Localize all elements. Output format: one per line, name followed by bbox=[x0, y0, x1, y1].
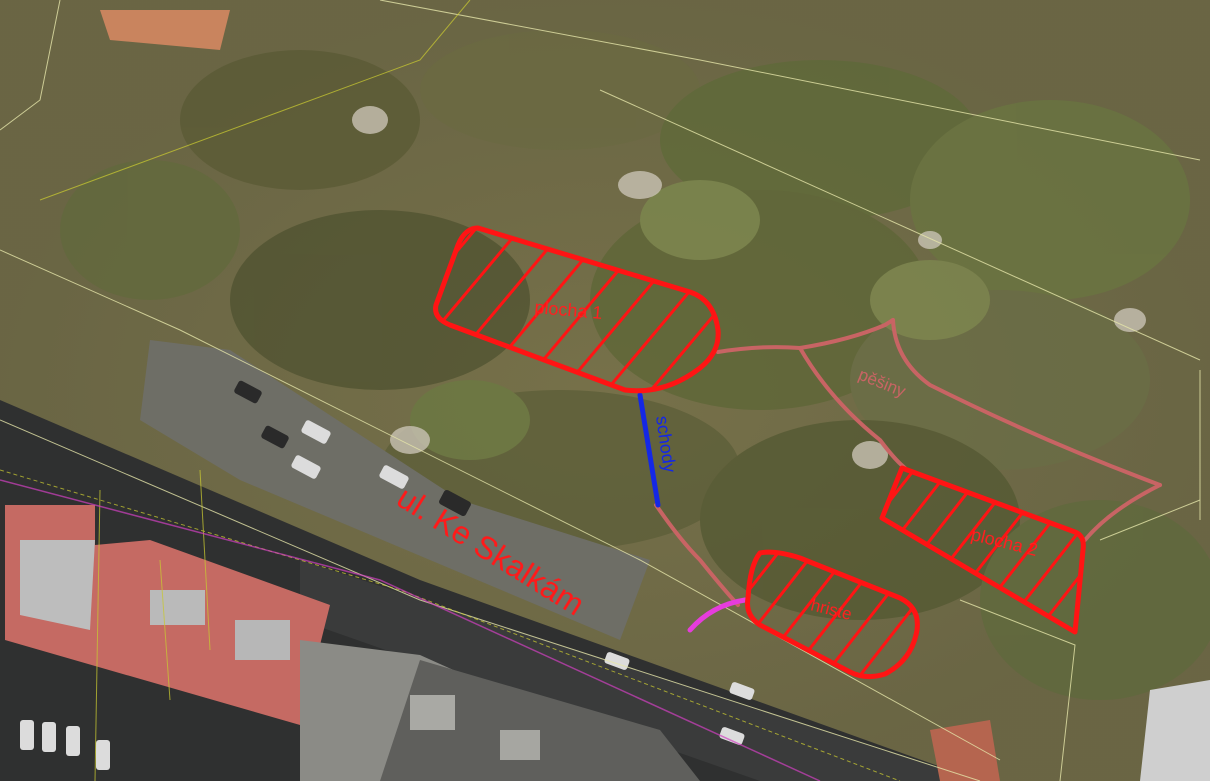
stairs-line bbox=[637, 392, 661, 508]
magenta-utility-line bbox=[0, 479, 821, 781]
footpaths bbox=[654, 318, 1162, 607]
utility-lines bbox=[0, 0, 901, 781]
playground-connector-line bbox=[687, 597, 748, 633]
